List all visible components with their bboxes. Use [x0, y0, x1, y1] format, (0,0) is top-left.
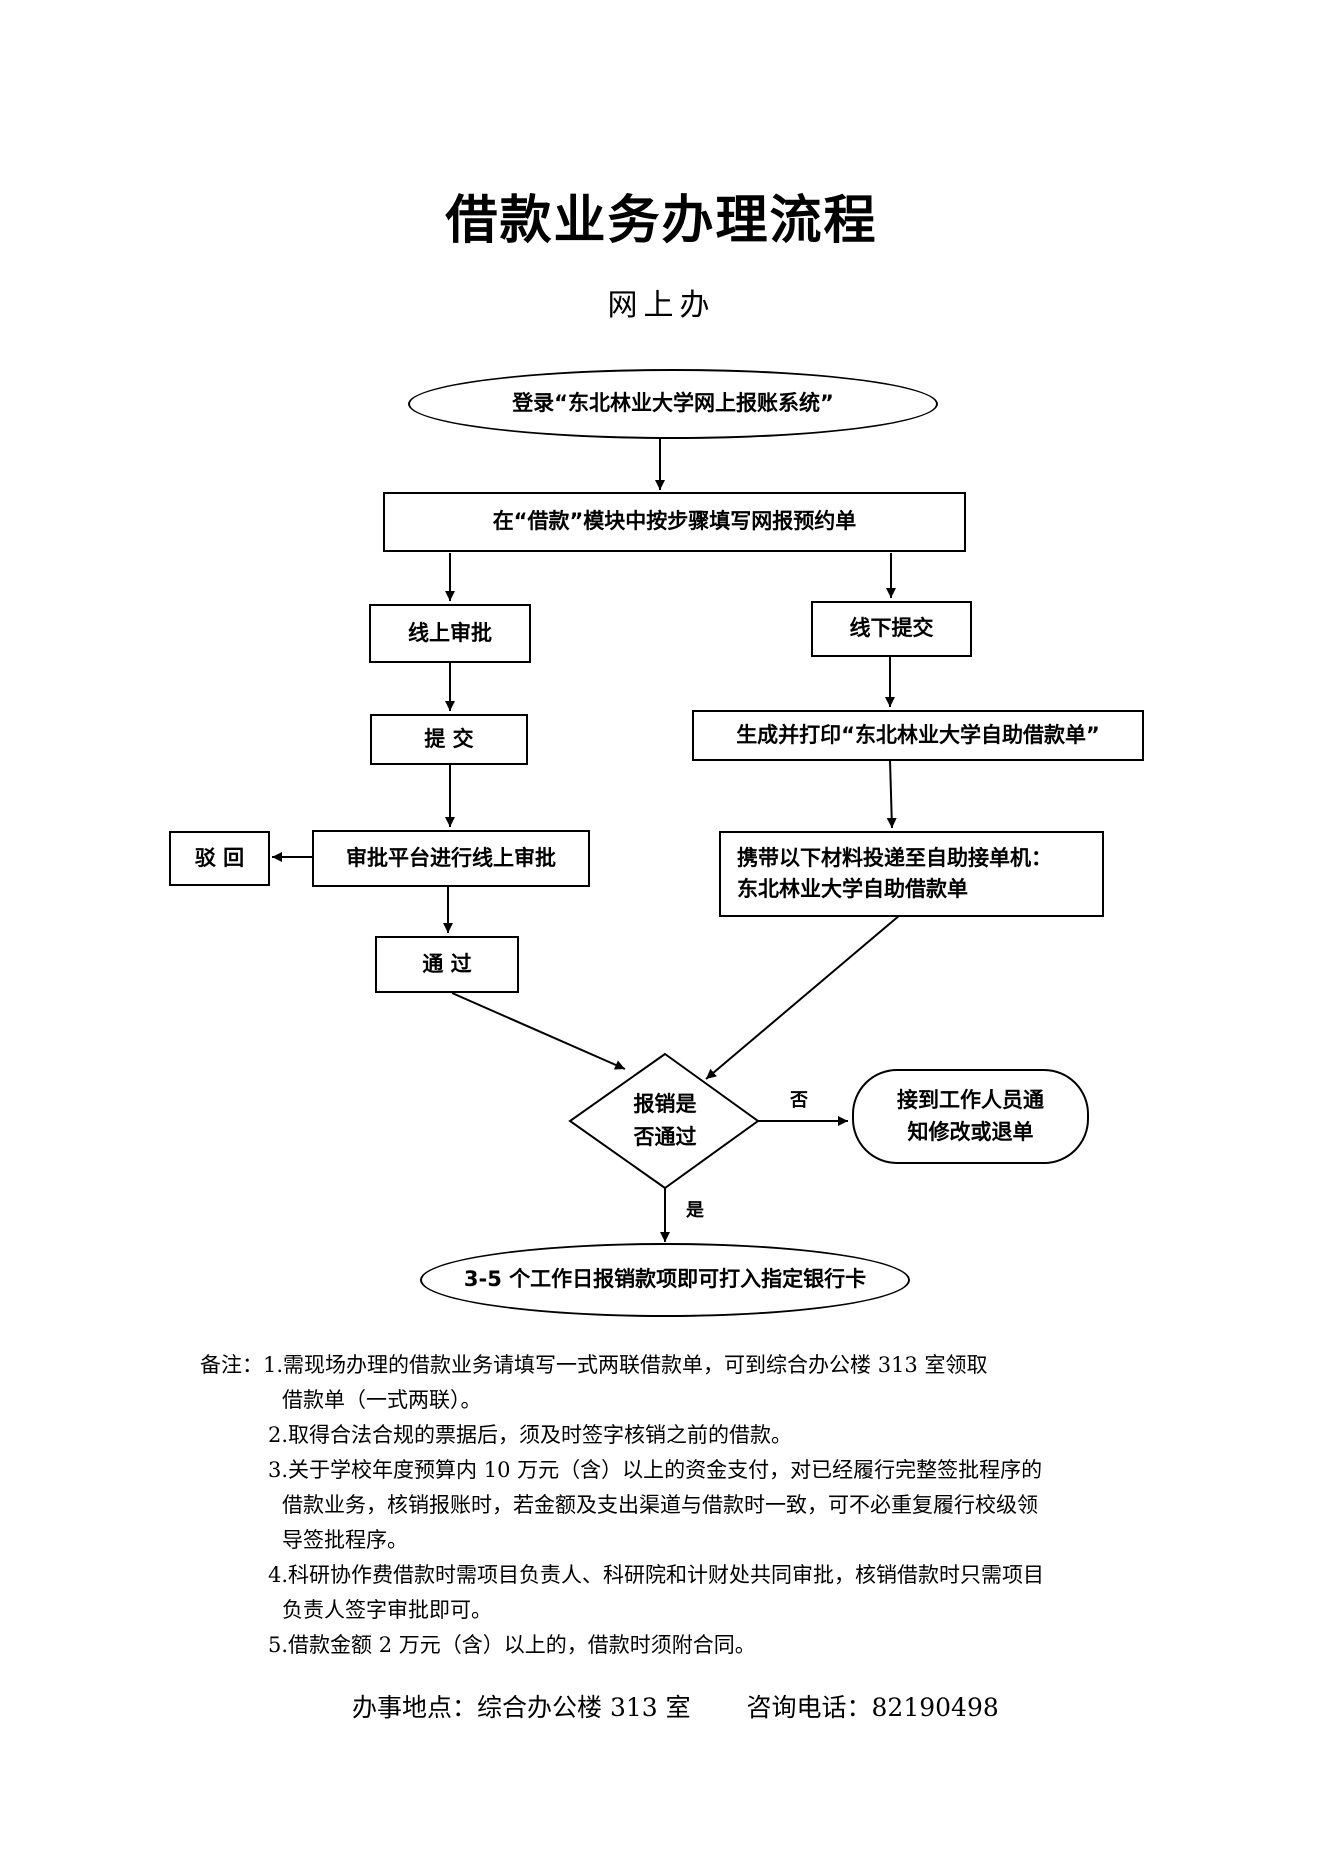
contact-info: 办事地点：综合办公楼 313 室 咨询电话：82190498 [352, 1688, 999, 1724]
notify-line-1: 接到工作人员通 [897, 1088, 1044, 1112]
login-node: 登录“东北林业大学网上报账系统” [408, 369, 938, 439]
no-label: 否 [790, 1090, 808, 1111]
reject-node-label: 驳 回 [194, 845, 245, 870]
submit-node: 提 交 [370, 714, 528, 765]
decision-line-1: 报销是 [633, 1092, 697, 1117]
submit-node-label: 提 交 [424, 726, 474, 751]
yes-label: 是 [686, 1200, 704, 1221]
pass-node-label: 通 过 [422, 951, 472, 976]
login-node-label: 登录“东北林业大学网上报账系统” [512, 391, 834, 416]
arrow-deliver-to-decision [705, 914, 901, 1080]
note-1-text: 1.需现场办理的借款业务请填写一式两联借款单，可到综合办公楼 313 室领取 [263, 1353, 988, 1377]
print-form-node-label: 生成并打印“东北林业大学自助借款单” [736, 722, 1100, 747]
page-title: 借款业务办理流程 [445, 190, 878, 251]
print-form-node: 生成并打印“东北林业大学自助借款单” [692, 710, 1144, 761]
fill-form-node: 在“借款”模块中按步骤填写网报预约单 [383, 492, 966, 552]
notes-section: 备注：1.需现场办理的借款业务请填写一式两联借款单，可到综合办公楼 313 室领… [200, 1348, 1160, 1663]
consult-phone: 咨询电话：82190498 [746, 1693, 999, 1722]
note-3-line-3: 导签批程序。 [282, 1528, 408, 1552]
decision-node-text: 报销是 否通过 [600, 1079, 730, 1163]
note-3-line-2: 借款业务，核销报账时，若金额及支出渠道与借款时一致，可不必重复履行校级领 [282, 1493, 1038, 1517]
arrow-pass-to-decision [451, 992, 626, 1070]
page-subtitle: 网上办 [607, 288, 716, 323]
note-2: 2.取得合法合规的票据后，须及时签字核销之前的借款。 [268, 1423, 793, 1447]
note-4-line-2: 负责人签字审批即可。 [282, 1598, 492, 1622]
deliver-materials-line-2: 东北林业大学自助借款单 [737, 877, 968, 901]
arrow-print-to-deliver [886, 759, 897, 829]
note-1-line-1: 备注：1.需现场办理的借款业务请填写一式两联借款单，可到综合办公楼 313 室领… [200, 1348, 1160, 1383]
reject-node: 驳 回 [169, 831, 270, 886]
deliver-materials-line-1: 携带以下材料投递至自助接单机： [737, 845, 1052, 870]
notify-line-2: 知修改或退单 [907, 1119, 1034, 1144]
notes-prefix: 备注： [200, 1353, 263, 1377]
offline-submit-node: 线下提交 [811, 601, 972, 657]
office-location: 办事地点：综合办公楼 313 室 [352, 1693, 691, 1722]
notify-node: 接到工作人员通 知修改或退单 [852, 1069, 1089, 1164]
deliver-materials-node-text: 携带以下材料投递至自助接单机： 东北林业大学自助借款单 [737, 843, 1052, 906]
decision-diamond [568, 1052, 760, 1190]
note-3-line-1: 3.关于学校年度预算内 10 万元（含）以上的资金支付，对已经履行完整签批程序的 [268, 1458, 1043, 1482]
final-node-label: 3-5 个工作日报销款项即可打入指定银行卡 [463, 1267, 867, 1292]
decision-line-2: 否通过 [633, 1125, 697, 1149]
deliver-materials-node: 携带以下材料投递至自助接单机： 东北林业大学自助借款单 [719, 831, 1104, 917]
fill-form-node-label: 在“借款”模块中按步骤填写网报预约单 [492, 509, 857, 534]
online-approval-node: 线上审批 [369, 604, 531, 663]
final-node: 3-5 个工作日报销款项即可打入指定银行卡 [420, 1243, 910, 1317]
offline-submit-node-label: 线下提交 [849, 616, 934, 641]
pass-node: 通 过 [375, 936, 519, 993]
note-4-line-1: 4.科研协作费借款时需项目负责人、科研院和计财处共同审批，核销借款时只需项目 [268, 1563, 1045, 1587]
note-5: 5.借款金额 2 万元（含）以上的，借款时须附合同。 [268, 1633, 756, 1657]
platform-review-node: 审批平台进行线上审批 [312, 830, 590, 887]
platform-review-node-label: 审批平台进行线上审批 [346, 845, 556, 870]
online-approval-node-label: 线上审批 [408, 620, 492, 645]
note-1-line-2: 借款单（一式两联）。 [282, 1388, 482, 1412]
